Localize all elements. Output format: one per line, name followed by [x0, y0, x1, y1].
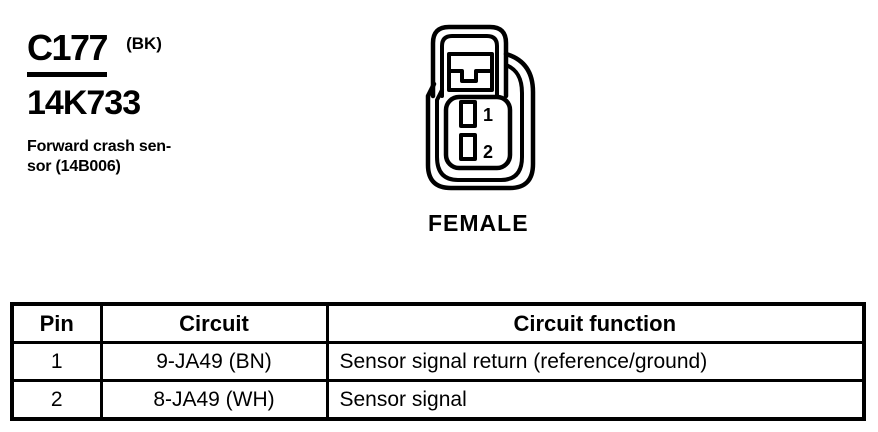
connector-id-block: C177 (BK) 14K733 Forward crash sen- sor …: [27, 30, 171, 177]
connector-face: [443, 94, 513, 171]
latch-keyway-notch: [447, 69, 494, 83]
cavity-1-label: 1: [483, 105, 493, 125]
cavity-2-slot: [459, 133, 477, 161]
cavity-2-label: 2: [483, 142, 493, 162]
pin-cell: 1: [10, 341, 103, 382]
table-row: 2 8-JA49 (WH) Sensor signal: [10, 379, 866, 421]
pin-cell: 2: [10, 379, 103, 421]
connector-id-row: C177 (BK): [27, 30, 171, 77]
connector-description: Forward crash sen- sor (14B006): [27, 137, 171, 177]
description-line-2: sor (14B006): [27, 158, 121, 175]
pinout-table: Pin Circuit Circuit function 1 9-JA49 (B…: [10, 302, 866, 421]
header-circuit-function: Circuit function: [325, 302, 866, 344]
header-circuit: Circuit: [99, 302, 329, 344]
body-outer-outline: [425, 51, 536, 191]
header-pin: Pin: [10, 302, 103, 344]
circuit-cell: 9-JA49 (BN): [99, 341, 329, 382]
table-row: 1 9-JA49 (BN) Sensor signal return (refe…: [10, 341, 866, 382]
part-number: 14K733: [27, 84, 141, 122]
table-header-row: Pin Circuit Circuit function: [10, 302, 866, 344]
latch-outer-outline: [430, 24, 509, 99]
connector-id: C177: [27, 30, 109, 77]
connector-color-code: (BK): [126, 34, 162, 53]
circuit-cell: 8-JA49 (WH): [99, 379, 329, 421]
latch-inner-outline: [440, 34, 499, 98]
circuit-function-cell: Sensor signal return (reference/ground): [325, 341, 866, 382]
circuit-function-cell: Sensor signal: [325, 379, 866, 421]
connector-diagram: 1 2: [425, 24, 536, 191]
gender-label: FEMALE: [428, 210, 529, 236]
body-inner-outline: [435, 63, 524, 182]
cavity-1-slot: [459, 100, 477, 128]
description-line-1: Forward crash sen-: [27, 138, 172, 155]
